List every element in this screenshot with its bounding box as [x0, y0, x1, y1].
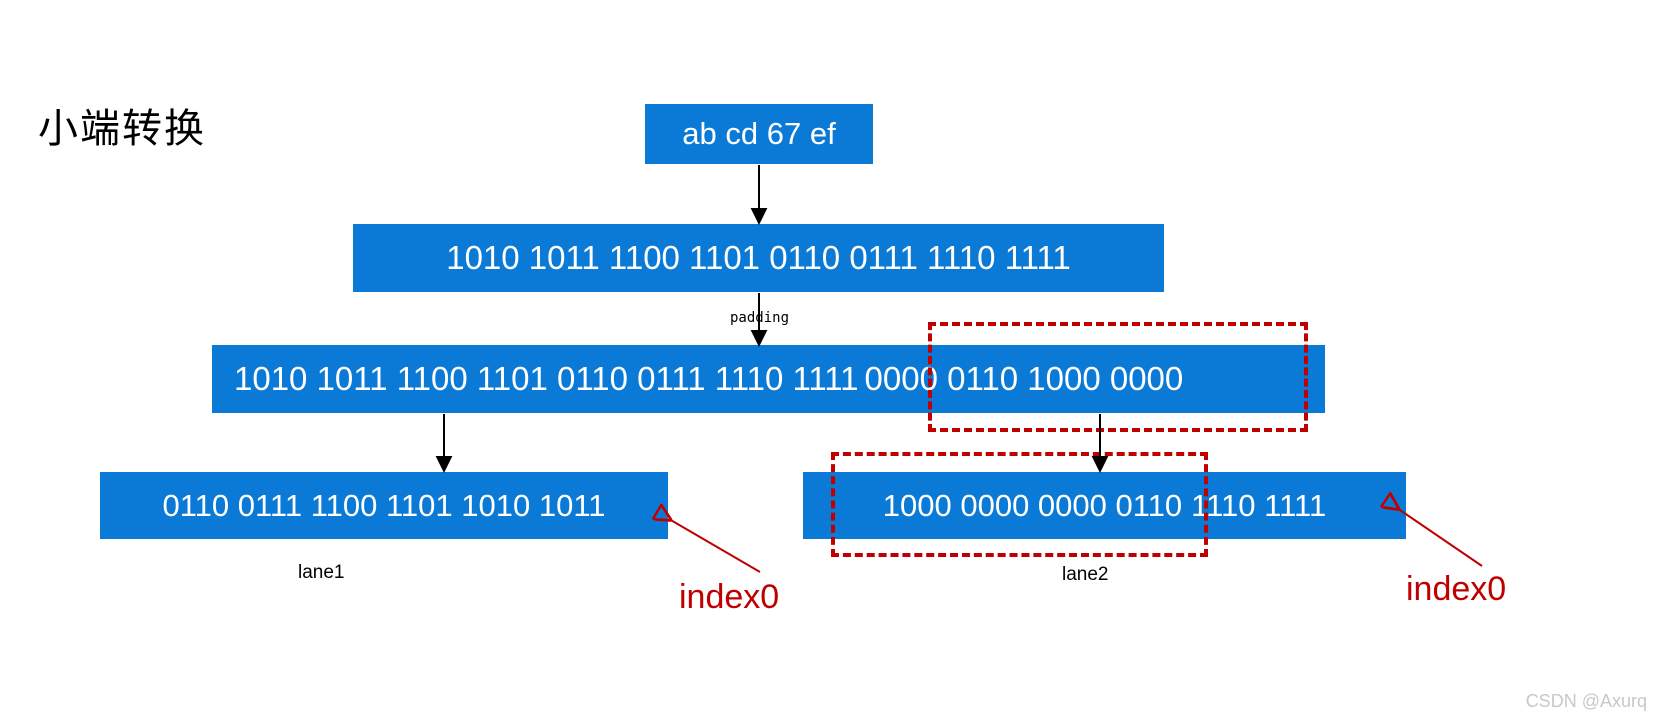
watermark: CSDN @Axurq — [1525, 691, 1647, 711]
binary-32-box: 1010 1011 1100 1101 0110 0111 1110 1111 — [353, 224, 1164, 292]
padded-binary-box: 1010 1011 1100 1101 0110 0111 1110 1111 … — [212, 345, 1325, 413]
highlight-box-padded — [928, 322, 1308, 432]
lane1-value: 0110 0111 1100 1101 1010 1011 — [162, 487, 606, 523]
lane2-box: 1000 0000 0000 0110 1110 1111 — [803, 472, 1406, 539]
padded-right-value: 0000 0110 1000 0000 — [864, 360, 1184, 397]
lane2-right-value: 1110 1111 — [1191, 487, 1327, 523]
highlight-box-lane2 — [831, 452, 1208, 557]
index0-label-right: index0 — [1406, 570, 1507, 608]
lane1-box: 0110 0111 1100 1101 1010 1011 — [100, 472, 668, 539]
lane2-left-value: 1000 0000 0000 0110 — [882, 487, 1183, 523]
page-title: 小端转换 — [38, 106, 206, 152]
padded-left-value: 1010 1011 1100 1101 0110 0111 1110 1111 — [234, 360, 859, 397]
lane2-label: lane2 — [1062, 564, 1109, 585]
binary-32-value: 1010 1011 1100 1101 0110 0111 1110 1111 — [446, 239, 1071, 276]
leader-index0-right — [1397, 508, 1483, 567]
padding-label: padding — [730, 310, 790, 326]
leader-index0-left — [669, 519, 761, 573]
index0-label-left: index0 — [679, 578, 780, 616]
hex-input-box: ab cd 67 ef — [645, 104, 873, 164]
lane1-label: lane1 — [298, 562, 345, 583]
hex-input-value: ab cd 67 ef — [682, 116, 836, 151]
